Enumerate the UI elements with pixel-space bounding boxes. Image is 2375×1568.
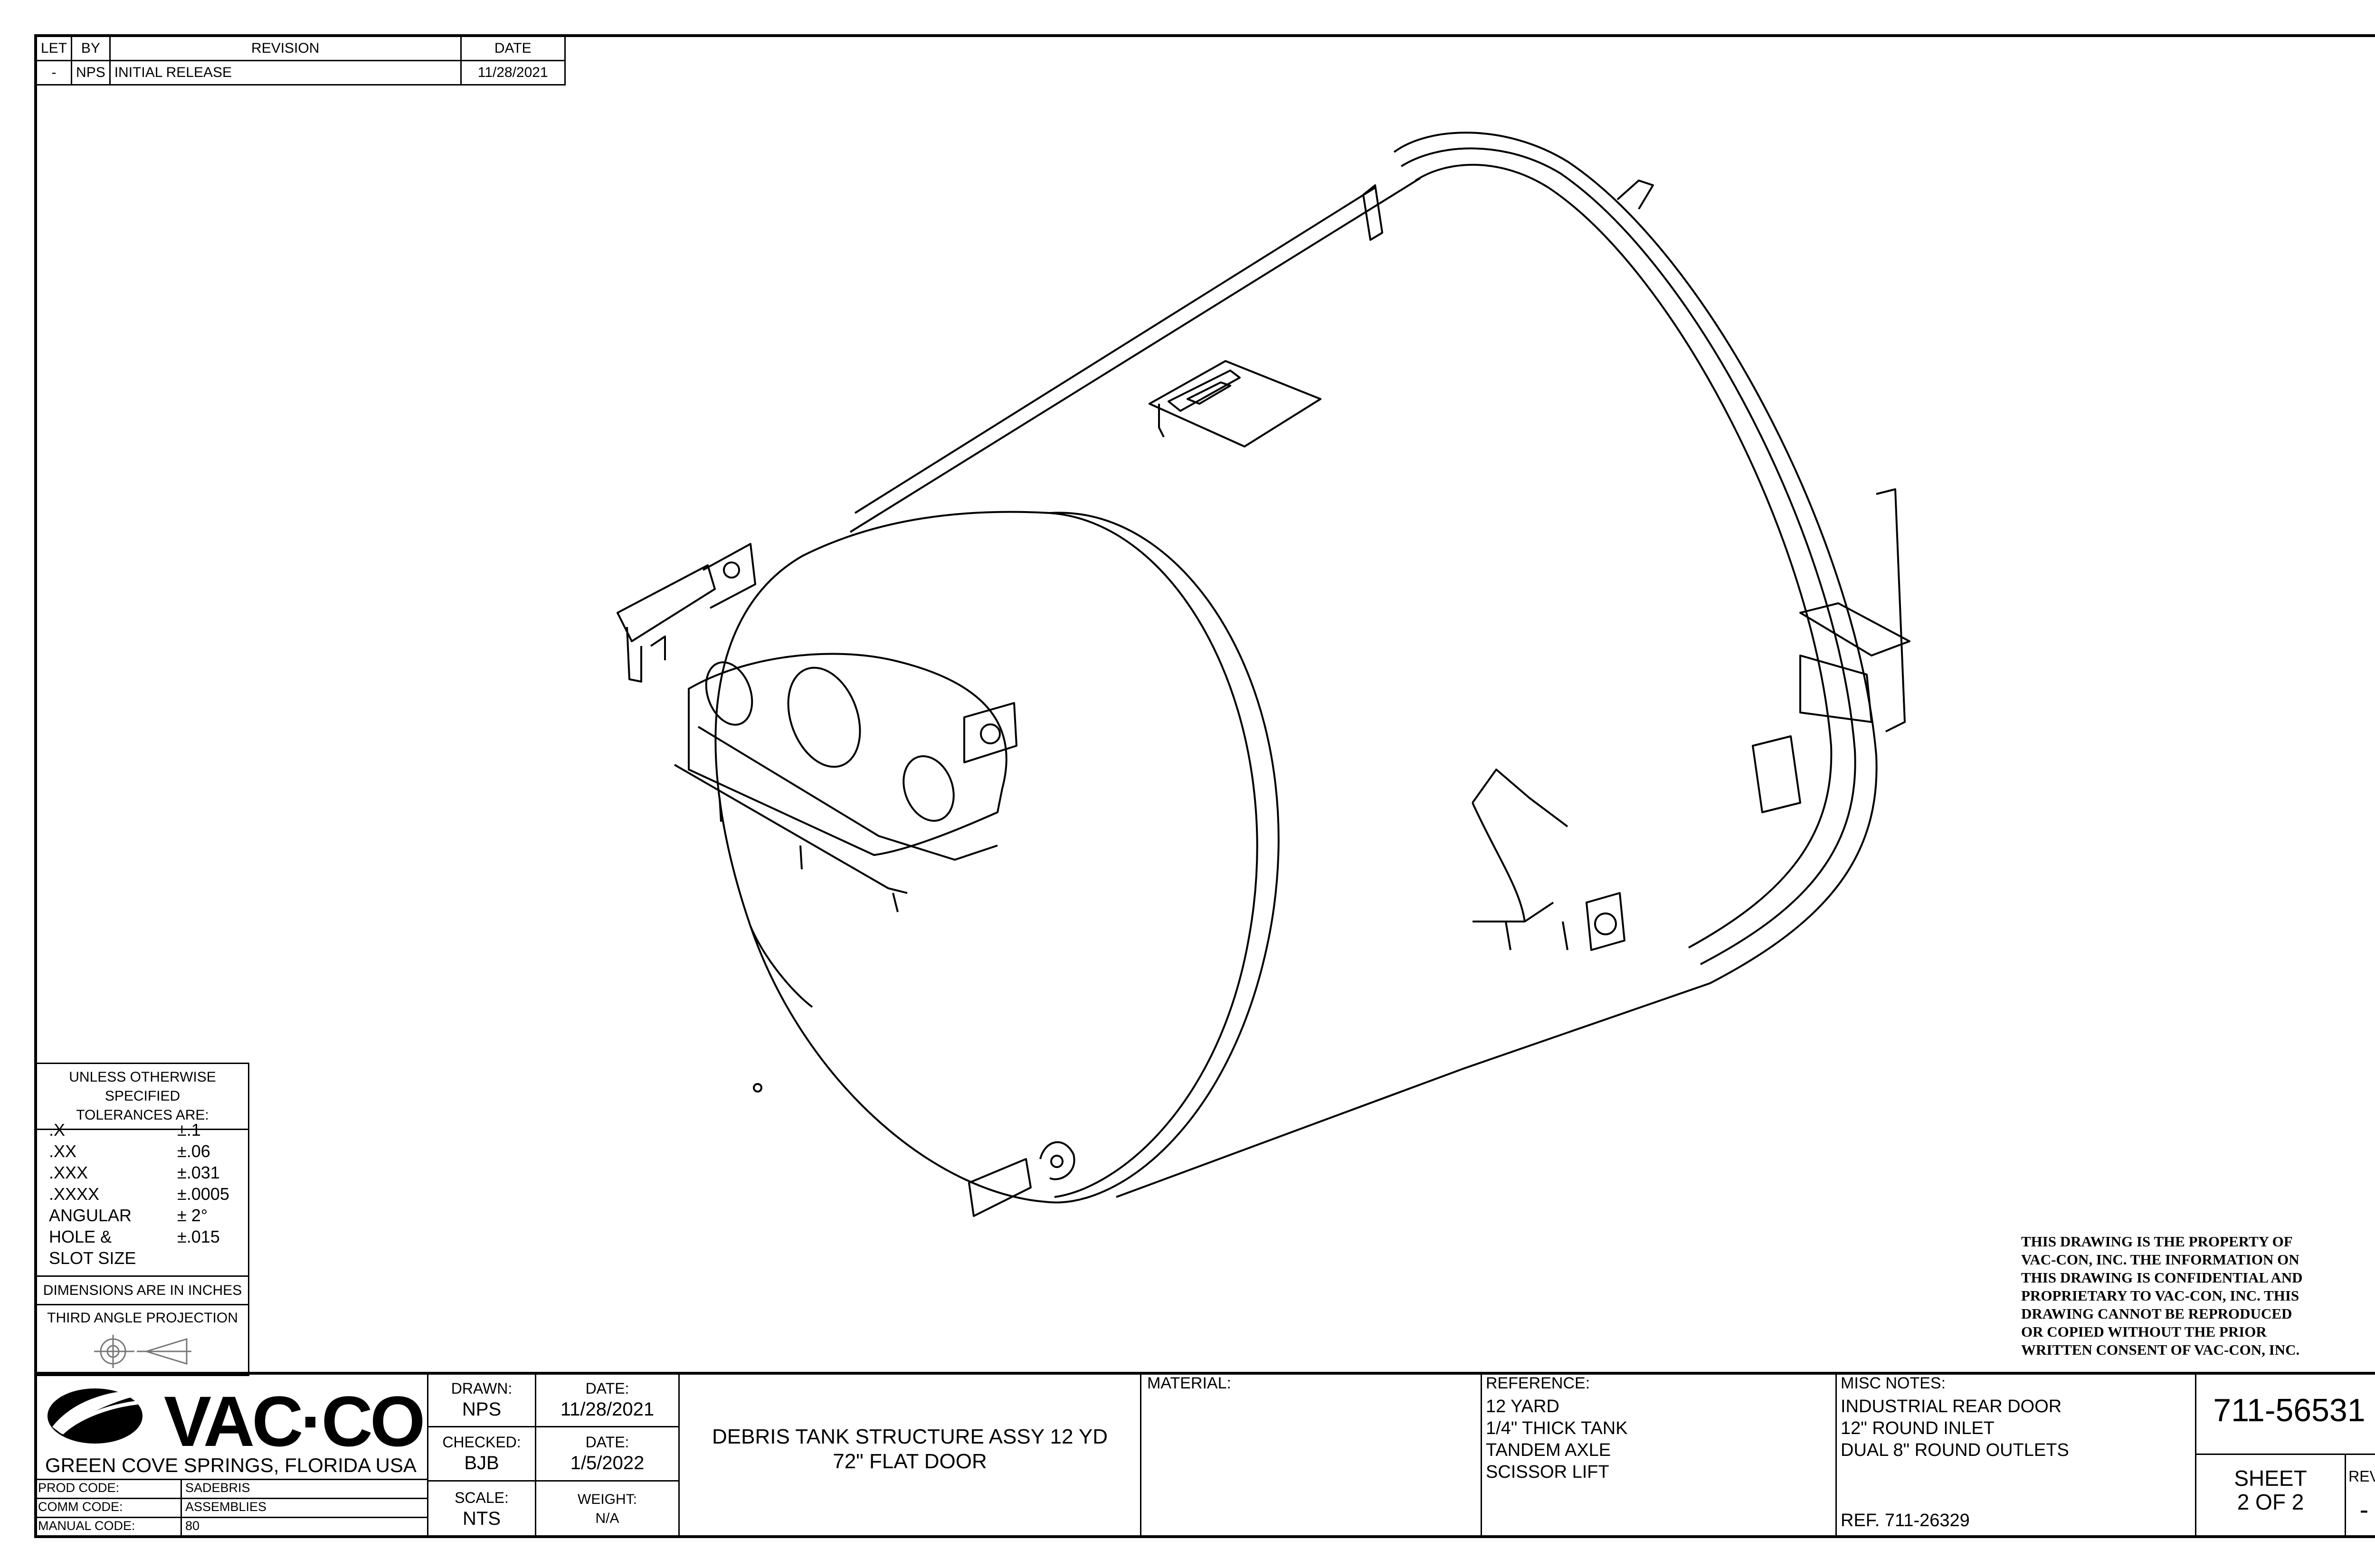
reference-line: SCISSOR LIFT [1486, 1462, 1609, 1482]
tol-label-hole: HOLE & [49, 1227, 112, 1246]
top-lifting-lug [1149, 360, 1321, 447]
logo-wordmark: VAC·CON [164, 1381, 423, 1453]
scale-value: NTS [463, 1508, 501, 1529]
notice-line: PROPRIETARY TO VAC-CON, INC. THIS [2021, 1287, 2299, 1304]
misc-note-line: DUAL 8" ROUND OUTLETS [1841, 1440, 2069, 1460]
notice-line: OR COPIED WITHOUT THE PRIOR [2021, 1323, 2267, 1340]
notice-line: THIS DRAWING IS CONFIDENTIAL AND [2021, 1269, 2303, 1286]
checked-value: BJB [464, 1453, 499, 1473]
company-location: GREEN COVE SPRINGS, FLORIDA USA [45, 1454, 417, 1476]
upper-left-bracket [617, 543, 756, 683]
rev-col-revision: REVISION [109, 36, 462, 61]
prod-code-label: PROD CODE: [38, 1481, 120, 1495]
code-divider [34, 1517, 428, 1518]
drawing-title-line1: DEBRIS TANK STRUCTURE ASSY 12 YD [712, 1425, 1108, 1448]
comm-code-value: ASSEMBLIES [185, 1500, 267, 1514]
weight-label: WEIGHT: [578, 1492, 637, 1507]
reference-line: 1/4" THICK TANK [1486, 1418, 1628, 1438]
tank-isometric-drawing [617, 132, 1910, 1217]
drawing-title-line2: 72" FLAT DOOR [833, 1450, 987, 1473]
tol-label-x: .X [49, 1120, 66, 1140]
drawn-date: 11/28/2021 [560, 1399, 655, 1420]
rev-label: REV [2348, 1468, 2375, 1485]
rev-by: NPS [71, 60, 111, 86]
tol-value-xx: ±.06 [177, 1141, 210, 1161]
tol-label-xxx: .XXX [49, 1163, 88, 1182]
tol-value-x: ±.1 [177, 1120, 201, 1140]
manual-code-label: MANUAL CODE: [38, 1519, 135, 1533]
tolerances-header-line1: UNLESS OTHERWISE SPECIFIED [69, 1069, 216, 1104]
revision-row: - NPS INITIAL RELEASE 11/28/2021 [35, 60, 566, 86]
projection-note: THIRD ANGLE PROJECTION [47, 1310, 238, 1326]
material-label: MATERIAL: [1147, 1374, 1231, 1392]
checked-label: CHECKED: [442, 1434, 521, 1451]
weight-value: N/A [595, 1511, 619, 1526]
tol-label-angular: ANGULAR [49, 1206, 132, 1225]
notice-line: WRITTEN CONSENT OF VAC-CON, INC. [2021, 1341, 2300, 1358]
scale-label: SCALE: [455, 1489, 509, 1506]
checked-date: 1/5/2022 [570, 1453, 645, 1473]
manual-code-value: 80 [185, 1519, 200, 1533]
third-angle-projection-icon [94, 1335, 191, 1368]
tol-divider [37, 1275, 248, 1277]
tol-value-angular: ± 2° [177, 1206, 208, 1225]
tol-divider [37, 1304, 248, 1305]
reference-line: 12 YARD [1486, 1397, 1559, 1416]
notice-line: VAC-CON, INC. THE INFORMATION ON [2021, 1251, 2299, 1268]
notice-line: DRAWING CANNOT BE REPRODUCED [2021, 1305, 2292, 1322]
misc-note-line: 12" ROUND INLET [1841, 1418, 1995, 1438]
rev-date: 11/28/2021 [460, 60, 566, 86]
tank-cylinder [714, 177, 1710, 1204]
rev-description: INITIAL RELEASE [109, 60, 462, 86]
front-door-plate [674, 653, 1007, 912]
rev-value: - [2359, 1494, 2369, 1524]
tol-value-xxxx: ±.0005 [177, 1184, 229, 1204]
tolerances-header: UNLESS OTHERWISE SPECIFIED TOLERANCES AR… [37, 1064, 248, 1130]
reference-line: TANDEM AXLE [1486, 1440, 1611, 1460]
weight-cell [535, 1480, 680, 1538]
revision-table: LET BY REVISION DATE - NPS INITIAL RELEA… [35, 36, 566, 86]
drawn-value: NPS [462, 1399, 502, 1420]
reference-label: REFERENCE: [1486, 1374, 1590, 1392]
front-lower-bracket [753, 1083, 1075, 1217]
rev-col-date: DATE [460, 36, 566, 61]
misc-notes-label: MISC NOTES: [1841, 1374, 1946, 1392]
side-bracket [963, 702, 1017, 763]
notice-line: THIS DRAWING IS THE PROPERTY OF [2021, 1233, 2293, 1250]
drawn-label: DRAWN: [451, 1380, 513, 1397]
rev-cell [2345, 1454, 2375, 1538]
tolerances-box: UNLESS OTHERWISE SPECIFIED TOLERANCES AR… [36, 1063, 249, 1376]
drawn-date-label: DATE: [585, 1380, 629, 1397]
revision-header-row: LET BY REVISION DATE [35, 36, 566, 61]
material-cell [1140, 1372, 1482, 1538]
proprietary-notice: THIS DRAWING IS THE PROPERTY OF VAC-CON,… [2021, 1233, 2373, 1359]
rear-door-ring [1362, 132, 1910, 984]
sheet-label: SHEET [2234, 1466, 2307, 1491]
tol-value-hole: ±.015 [177, 1227, 220, 1246]
sheet-value: 2 OF 2 [2237, 1490, 2304, 1514]
code-divider [34, 1498, 428, 1499]
drawing-number: 711-56531 [2213, 1392, 2366, 1428]
vac-con-logo: VAC·CON [48, 1381, 423, 1453]
misc-note-line: INDUSTRIAL REAR DOOR [1841, 1397, 2062, 1416]
comm-code-label: COMM CODE: [38, 1500, 123, 1514]
tol-label-xx: .XX [49, 1141, 77, 1161]
tol-label-slot: SLOT SIZE [49, 1248, 136, 1268]
tol-value-xxx: ±.031 [177, 1163, 220, 1182]
lower-axle-bracket [1472, 769, 1625, 951]
checked-date-label: DATE: [585, 1434, 629, 1451]
logo-cell: VAC·CON GREEN COVE SPRINGS, FLORIDA USA [34, 1372, 428, 1480]
code-divider [180, 1479, 182, 1538]
misc-ref: REF. 711-26329 [1841, 1511, 1970, 1530]
rev-col-by: BY [71, 36, 111, 61]
tolerances-header-line2: TOLERANCES ARE: [76, 1107, 209, 1123]
prod-code-value: SADEBRIS [185, 1481, 250, 1495]
rev-col-let: LET [35, 36, 73, 61]
units-note: DIMENSIONS ARE IN INCHES [43, 1283, 242, 1298]
tol-label-xxxx: .XXXX [49, 1184, 100, 1204]
rev-let: - [35, 60, 73, 86]
